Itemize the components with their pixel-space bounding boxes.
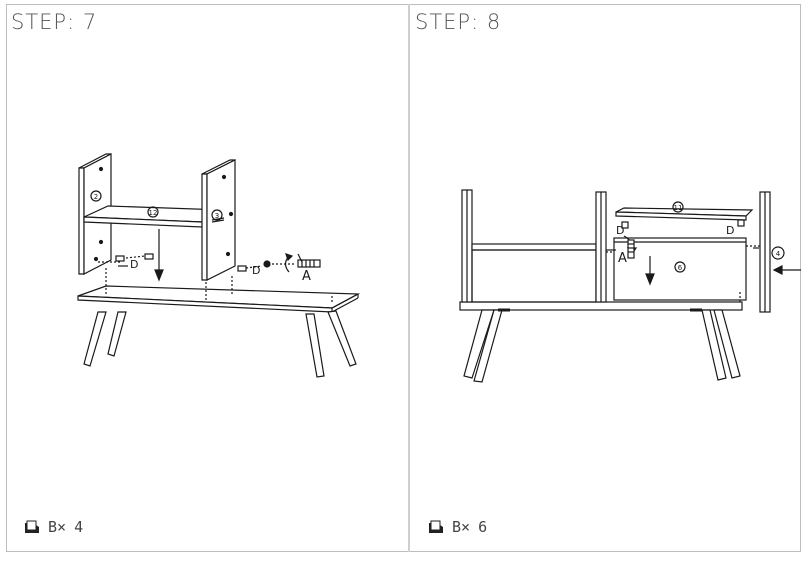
step-7-hardware: B× 4 [24, 518, 83, 536]
hardware-code: B [48, 518, 58, 536]
hardware-mult: × [57, 518, 67, 536]
label-dowel-right: D [726, 224, 734, 237]
label-dowel-left: D [130, 258, 138, 271]
dowels-left [98, 253, 154, 267]
screw-assembly [237, 253, 321, 273]
label-part-4: 4 [776, 250, 781, 258]
hardware-mult: × [461, 518, 471, 536]
label-part-12: 12 [149, 209, 158, 217]
label-dowel-left: D [616, 224, 624, 237]
step-8-hardware: B× 6 [428, 518, 487, 536]
step-7-panel: STEP: 7 [6, 4, 408, 552]
part-11-circle [672, 201, 684, 213]
legs [83, 310, 357, 378]
step-8-title: STEP: 8 [415, 10, 502, 34]
part-12-circle [147, 206, 159, 218]
top-rail [615, 207, 754, 221]
instruction-sheet [6, 4, 801, 552]
shelf [471, 243, 597, 251]
label-screw-a: A [618, 251, 627, 266]
hardware-bag-icon [429, 520, 443, 533]
label-part-3: 3 [215, 212, 219, 220]
hardware-code: B [452, 518, 462, 536]
step-8-panel: STEP: 8 [410, 4, 801, 552]
label-part-11: 11 [674, 204, 683, 212]
label-part-6: 6 [678, 264, 683, 272]
part-4-circle [771, 246, 785, 260]
panel-divider [408, 4, 410, 552]
step-7-title: STEP: 7 [11, 10, 98, 34]
hardware-qty: 4 [74, 518, 84, 536]
hardware-qty: 6 [478, 518, 488, 536]
legs [463, 308, 741, 383]
hardware-bag-icon [25, 520, 39, 533]
label-screw-a: A [302, 269, 311, 284]
label-part-2: 2 [94, 193, 98, 201]
step-8-diagram: 11 6 4 D D A [459, 189, 801, 383]
part-3-circle [211, 209, 223, 221]
part-6-circle [674, 261, 686, 273]
part-2-circle [90, 190, 102, 202]
dowel-screw-assembly [606, 219, 760, 302]
label-dowel-right: D [252, 264, 260, 277]
step-7-diagram: 2 12 3 D D A [77, 153, 361, 378]
